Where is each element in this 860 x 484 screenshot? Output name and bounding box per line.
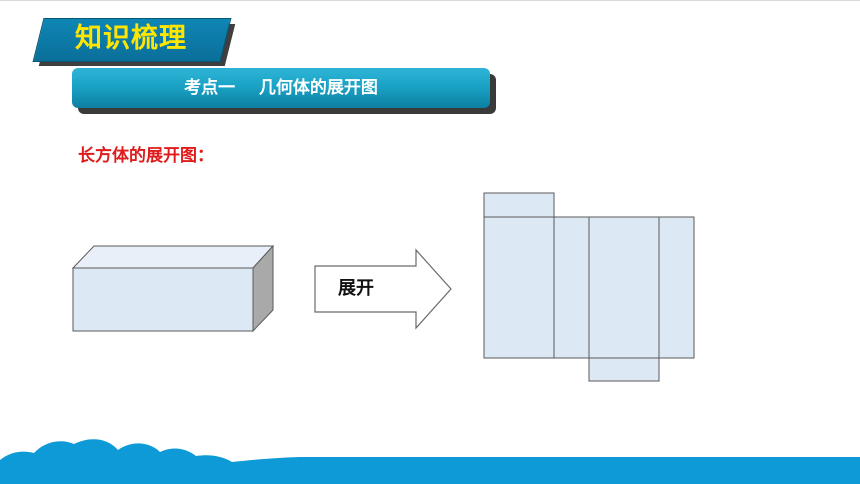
unfold-label: 展开 bbox=[338, 278, 374, 299]
cuboid-top-face bbox=[71, 245, 275, 269]
footer-wave bbox=[0, 439, 860, 484]
net-face-side-left bbox=[553, 216, 590, 359]
net-face-side-right bbox=[658, 216, 695, 359]
top-divider bbox=[0, 0, 860, 1]
net-face-bottom-flap bbox=[588, 357, 660, 382]
cuboid-net bbox=[483, 192, 695, 382]
cuboid-front-face bbox=[72, 267, 254, 332]
net-face-front bbox=[483, 216, 555, 359]
topic-title: 考点一 几何体的展开图 bbox=[184, 78, 378, 98]
cuboid-figure bbox=[71, 244, 275, 333]
topic-bar bbox=[72, 68, 490, 108]
cuboid-net-heading: 长方体的展开图： bbox=[78, 146, 214, 166]
unfold-arrow bbox=[314, 248, 452, 330]
net-face-top-flap bbox=[483, 192, 555, 218]
net-face-back bbox=[588, 216, 660, 359]
footer-wave-shape bbox=[0, 439, 860, 484]
section-title: 知识梳理 bbox=[75, 23, 187, 54]
